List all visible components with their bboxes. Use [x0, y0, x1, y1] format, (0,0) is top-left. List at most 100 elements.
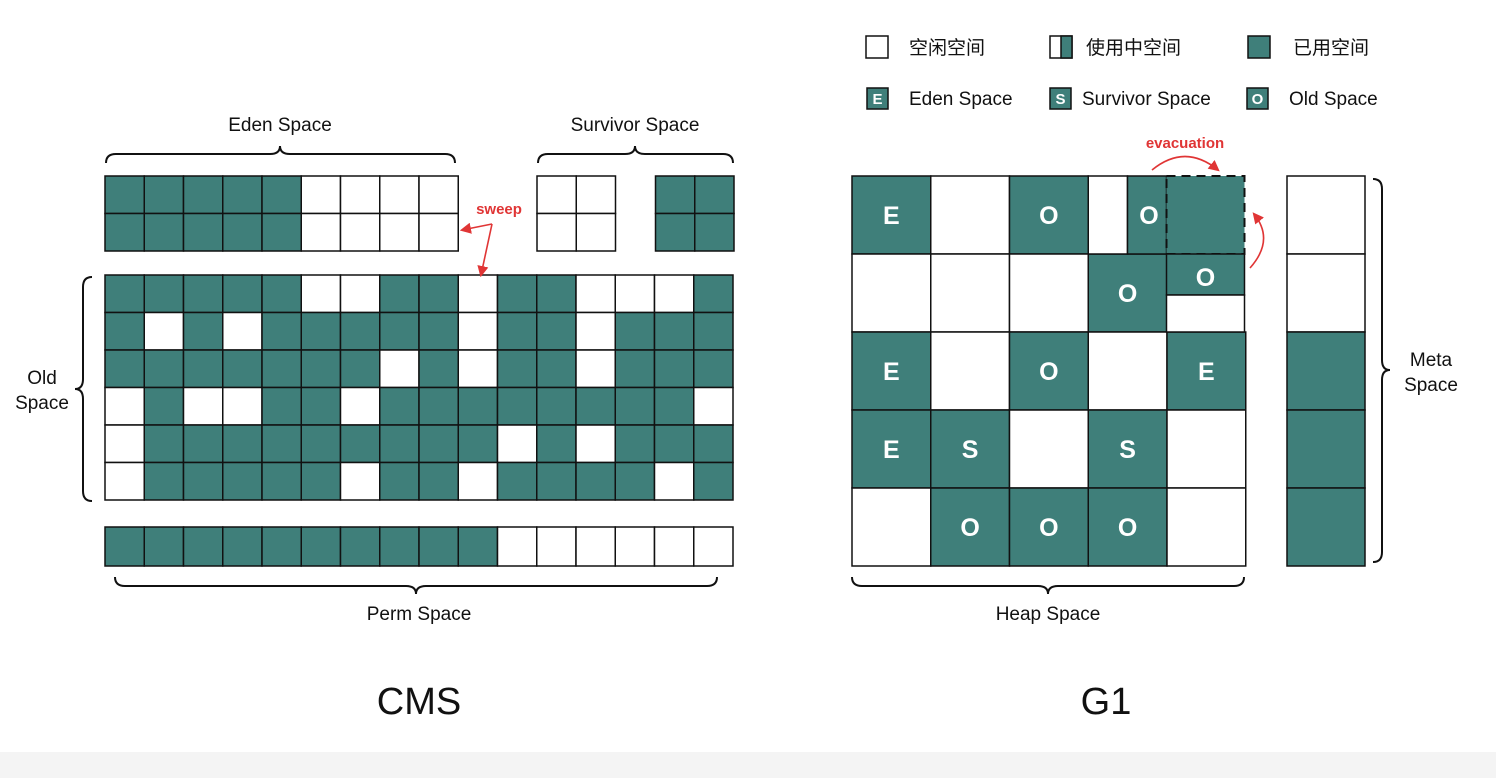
cms-old-cell: [575, 424, 616, 464]
cms-eden-cell: [104, 175, 145, 215]
cms-old-cell: [418, 274, 459, 314]
g1-region: [930, 409, 1011, 489]
g1-region: [1087, 253, 1168, 333]
cms-old-cell: [418, 386, 459, 426]
cms-old-cell: [457, 349, 499, 389]
cms-survivor-left-grid: [536, 175, 617, 252]
cms-old-cell: [104, 349, 145, 389]
g1-region-letter: E: [1198, 358, 1215, 386]
cms-old-cell: [693, 349, 734, 389]
legend-used-swatch: [1247, 35, 1271, 59]
cms-old-cell: [222, 461, 263, 501]
cms-perm-cell: [536, 526, 577, 567]
cms-perm-cell: [379, 526, 420, 567]
cms-old-cell: [182, 274, 224, 314]
cms-old-cell: [104, 461, 145, 501]
g1-region: [930, 175, 1011, 255]
cms-eden-cell: [379, 175, 420, 215]
cms-old-cell: [182, 424, 224, 464]
cms-old-cell: [261, 461, 302, 501]
g1-meta-brace: [1372, 178, 1391, 563]
g1-region-letter: O: [1039, 358, 1058, 386]
g1-region: [1087, 331, 1168, 411]
legend-old-label: Old Space: [1289, 89, 1378, 110]
cms-survivor-left-cell: [575, 212, 617, 252]
cms-perm-row: [104, 526, 734, 567]
cms-old-cell: [457, 386, 499, 426]
cms-old-brace: [74, 276, 93, 502]
cms-eden-cell: [222, 212, 263, 252]
cms-old-cell: [339, 349, 381, 389]
g1-region-letter: O: [960, 514, 979, 542]
g1-region-letter: E: [883, 436, 900, 464]
g1-region-letter: S: [1119, 436, 1136, 464]
cms-perm-cell: [693, 526, 734, 567]
cms-old-cell: [614, 349, 656, 389]
cms-survivor-label: Survivor Space: [571, 115, 700, 136]
cms-eden-cell: [143, 212, 185, 252]
cms-old-cell: [575, 461, 616, 501]
cms-perm-cell: [339, 526, 381, 567]
g1-region-letter: E: [883, 202, 900, 230]
g1-region-letter: O: [1118, 280, 1137, 308]
cms-old-cell: [379, 424, 420, 464]
g1-region: [1008, 409, 1089, 489]
g1-region: [851, 409, 932, 489]
cms-old-grid: [104, 274, 734, 501]
cms-old-cell: [614, 386, 656, 426]
cms-old-cell: [300, 424, 342, 464]
cms-eden-brace: [105, 145, 456, 164]
cms-eden-cell: [418, 175, 459, 215]
cms-old-cell: [222, 386, 263, 426]
legend-survivor-letter: S: [1055, 91, 1065, 108]
cms-perm-label: Perm Space: [367, 604, 472, 625]
cms-eden-label: Eden Space: [228, 115, 332, 136]
cms-eden-cell: [182, 212, 224, 252]
cms-old-cell: [143, 349, 185, 389]
cms-eden-cell: [379, 212, 420, 252]
cms-perm-cell: [300, 526, 342, 567]
cms-old-cell: [457, 424, 499, 464]
g1-region: [1008, 253, 1089, 333]
cms-old-cell: [300, 461, 342, 501]
cms-eden-cell: [261, 212, 302, 252]
cms-old-cell: [457, 311, 499, 351]
cms-old-cell: [104, 386, 145, 426]
g1-partial-region-letter: O: [1139, 202, 1158, 230]
cms-eden-cell: [300, 212, 342, 252]
g1-region-letter: E: [883, 358, 900, 386]
cms-old-label-line2: Space: [15, 393, 69, 414]
g1-title: G1: [1081, 681, 1132, 723]
g1-region-letter: S: [962, 436, 979, 464]
cms-old-cell: [496, 311, 538, 351]
cms-old-cell: [182, 461, 224, 501]
g1-partial-region-used: [1126, 175, 1168, 255]
g1-region: [851, 175, 932, 255]
cms-old-cell: [300, 349, 342, 389]
g1-split-region-bottom: [1165, 294, 1246, 333]
cms-old-cell: [653, 349, 695, 389]
cms-diagram: Eden Space Survivor Space Old Space Perm…: [15, 115, 735, 723]
cms-old-cell: [104, 424, 145, 464]
cms-old-cell: [575, 274, 616, 314]
cms-old-cell: [536, 274, 577, 314]
cms-survivor-left-cell: [536, 175, 577, 215]
cms-old-cell: [379, 274, 420, 314]
cms-old-cell: [300, 311, 342, 351]
cms-old-cell: [614, 424, 656, 464]
cms-eden-cell: [339, 212, 381, 252]
cms-perm-cell: [653, 526, 695, 567]
cms-old-cell: [418, 424, 459, 464]
cms-old-cell: [536, 349, 577, 389]
cms-sweep-arrow-upper: [459, 222, 493, 234]
g1-region: [930, 331, 1011, 411]
cms-old-cell: [104, 311, 145, 351]
g1-split-region-top: [1165, 253, 1246, 296]
cms-old-cell: [339, 386, 381, 426]
cms-perm-cell: [222, 526, 263, 567]
legend-in-use-label: 使用中空间: [1086, 37, 1181, 59]
cms-old-cell: [496, 349, 538, 389]
cms-title: CMS: [377, 681, 461, 723]
cms-old-cell: [261, 386, 302, 426]
g1-evacuation-target: [1166, 176, 1245, 254]
